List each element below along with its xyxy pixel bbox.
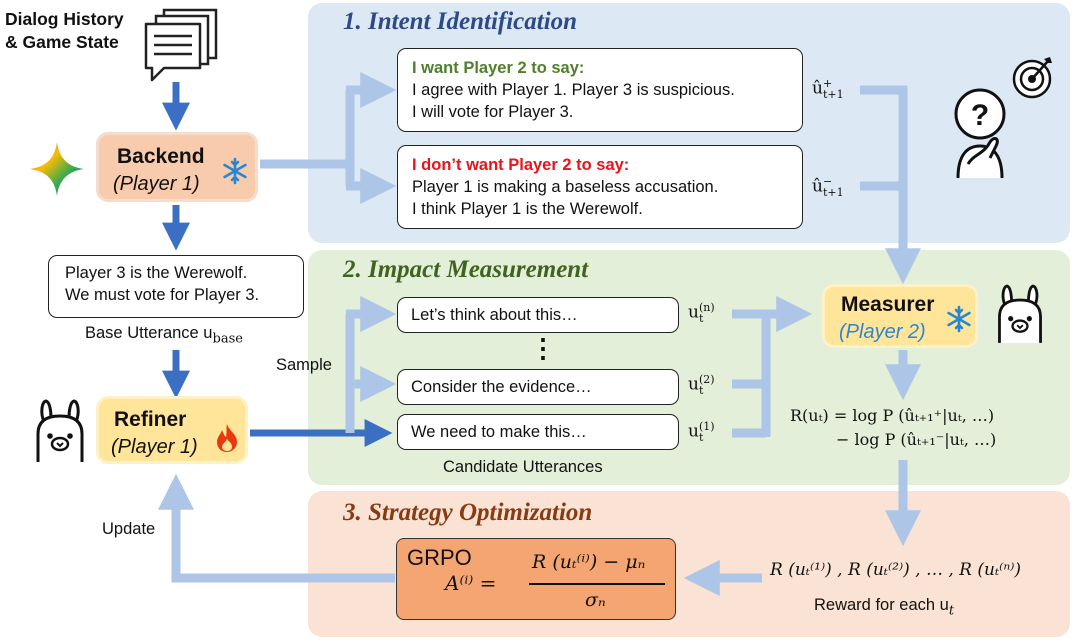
backend-title: Backend [117, 145, 205, 168]
measurer-title: Measurer [841, 293, 935, 316]
candidate-box-2: Consider the evidence… [397, 369, 679, 405]
thinking-person-icon: ? [954, 88, 1006, 179]
candidate-dots: ⋮ [530, 333, 556, 363]
refiner-title: Refiner [114, 408, 187, 431]
advantage-numerator: R (uₜ⁽ⁱ⁾) − μₙ [532, 551, 646, 573]
rewards-caption-sub: t [948, 603, 955, 619]
rewards-caption: Reward for each ut [814, 594, 954, 622]
backend-box: Backend (Player 1) [96, 132, 258, 202]
grpo-label: GRPO [407, 545, 472, 570]
candidate-label-1: u(1)t [688, 420, 715, 444]
negative-intent-line2: I think Player 1 is the Werewolf. [412, 200, 643, 218]
candidate-box-n: Let’s think about this… [397, 297, 679, 333]
document-stack-icon [144, 8, 218, 82]
candidate-text-n: Let’s think about this… [411, 306, 578, 324]
base-utterance-label-sub: base [212, 331, 243, 347]
advantage-fraction-bar [529, 583, 665, 585]
section3-title: 3. Strategy Optimization [343, 499, 593, 526]
grpo-box: GRPO A⁽ⁱ⁾ = R (uₜ⁽ⁱ⁾) − μₙ σₙ [396, 538, 676, 620]
flame-icon [217, 424, 237, 452]
advantage-lhs: A⁽ⁱ⁾ = [445, 571, 497, 595]
arrow-grpo-to-refiner [158, 473, 395, 583]
candidate-caption: Candidate Utterances [443, 458, 603, 476]
candidate-text-2: Consider the evidence… [411, 378, 592, 396]
candidate-text-1: We need to make this… [411, 423, 587, 441]
reward-formula-line1: R(uₜ) = log P (ûₜ₊₁⁺|uₜ, …) [790, 406, 995, 425]
backend-player: (Player 1) [113, 173, 200, 195]
positive-intent-line1: I agree with Player 1. Player 3 is suspi… [412, 81, 735, 99]
positive-intent-box: I want Player 2 to say: I agree with Pla… [397, 48, 803, 132]
negative-intent-heading: I don’t want Player 2 to say: [412, 156, 630, 174]
refiner-player-text: Player 1 [117, 436, 192, 458]
target-icon [1012, 57, 1052, 99]
llama-icon [36, 399, 84, 462]
candidate-label-n: u(n)t [688, 301, 715, 325]
positive-intent-line2: I will vote for Player 3. [412, 103, 574, 121]
advantage-denominator: σₙ [585, 589, 606, 611]
base-utterance-label-text: Base Utterance u [85, 324, 213, 342]
section1-title: 1. Intent Identification [343, 8, 578, 35]
snowflake-icon [223, 157, 247, 185]
candidate-box-1: We need to make this… [397, 414, 679, 450]
update-label: Update [102, 520, 156, 538]
svg-text:?: ? [971, 99, 989, 132]
rewards-caption-text: Reward for each u [814, 596, 949, 614]
measurer-box: Measurer (Player 2) [822, 284, 978, 348]
input-label-line2: & Game State [5, 32, 119, 52]
reward-formula-line2: − log P (ûₜ₊₁⁻|uₜ, …) [836, 430, 997, 449]
snowflake-icon [947, 305, 971, 333]
backend-player-text: Player 1 [119, 173, 194, 195]
negative-intent-line1: Player 1 is making a baseless accusation… [412, 178, 719, 196]
u-hat-plus-label: û+t+1 [812, 77, 844, 101]
u-hat-minus-label: û−t+1 [812, 175, 844, 199]
positive-intent-heading: I want Player 2 to say: [412, 59, 585, 77]
base-utterance-line1: Player 3 is the Werewolf. [65, 264, 248, 282]
candidate-label-2: u(2)t [688, 373, 715, 397]
measurer-player: (Player 2) [839, 321, 926, 343]
base-utterance-label: Base Utterance ubase [85, 322, 243, 350]
section2-title: 2. Impact Measurement [343, 256, 589, 283]
refiner-player: (Player 1) [111, 436, 198, 458]
sparkle-icon [30, 142, 84, 196]
llama-icon [998, 284, 1042, 343]
base-utterance-box: Player 3 is the Werewolf. We must vote f… [48, 255, 304, 318]
input-label: Dialog History & Game State [5, 8, 124, 54]
sample-label: Sample [276, 356, 332, 374]
negative-intent-box: I don’t want Player 2 to say: Player 1 i… [397, 145, 803, 229]
base-utterance-line2: We must vote for Player 3. [65, 286, 260, 304]
rewards-list: R (uₜ⁽¹⁾) , R (uₜ⁽²⁾) , … , R (uₜ⁽ⁿ⁾) [770, 560, 1022, 580]
refiner-box: Refiner (Player 1) [96, 396, 248, 464]
input-label-line1: Dialog History [5, 9, 124, 29]
measurer-player-text: Player 2 [845, 321, 920, 343]
